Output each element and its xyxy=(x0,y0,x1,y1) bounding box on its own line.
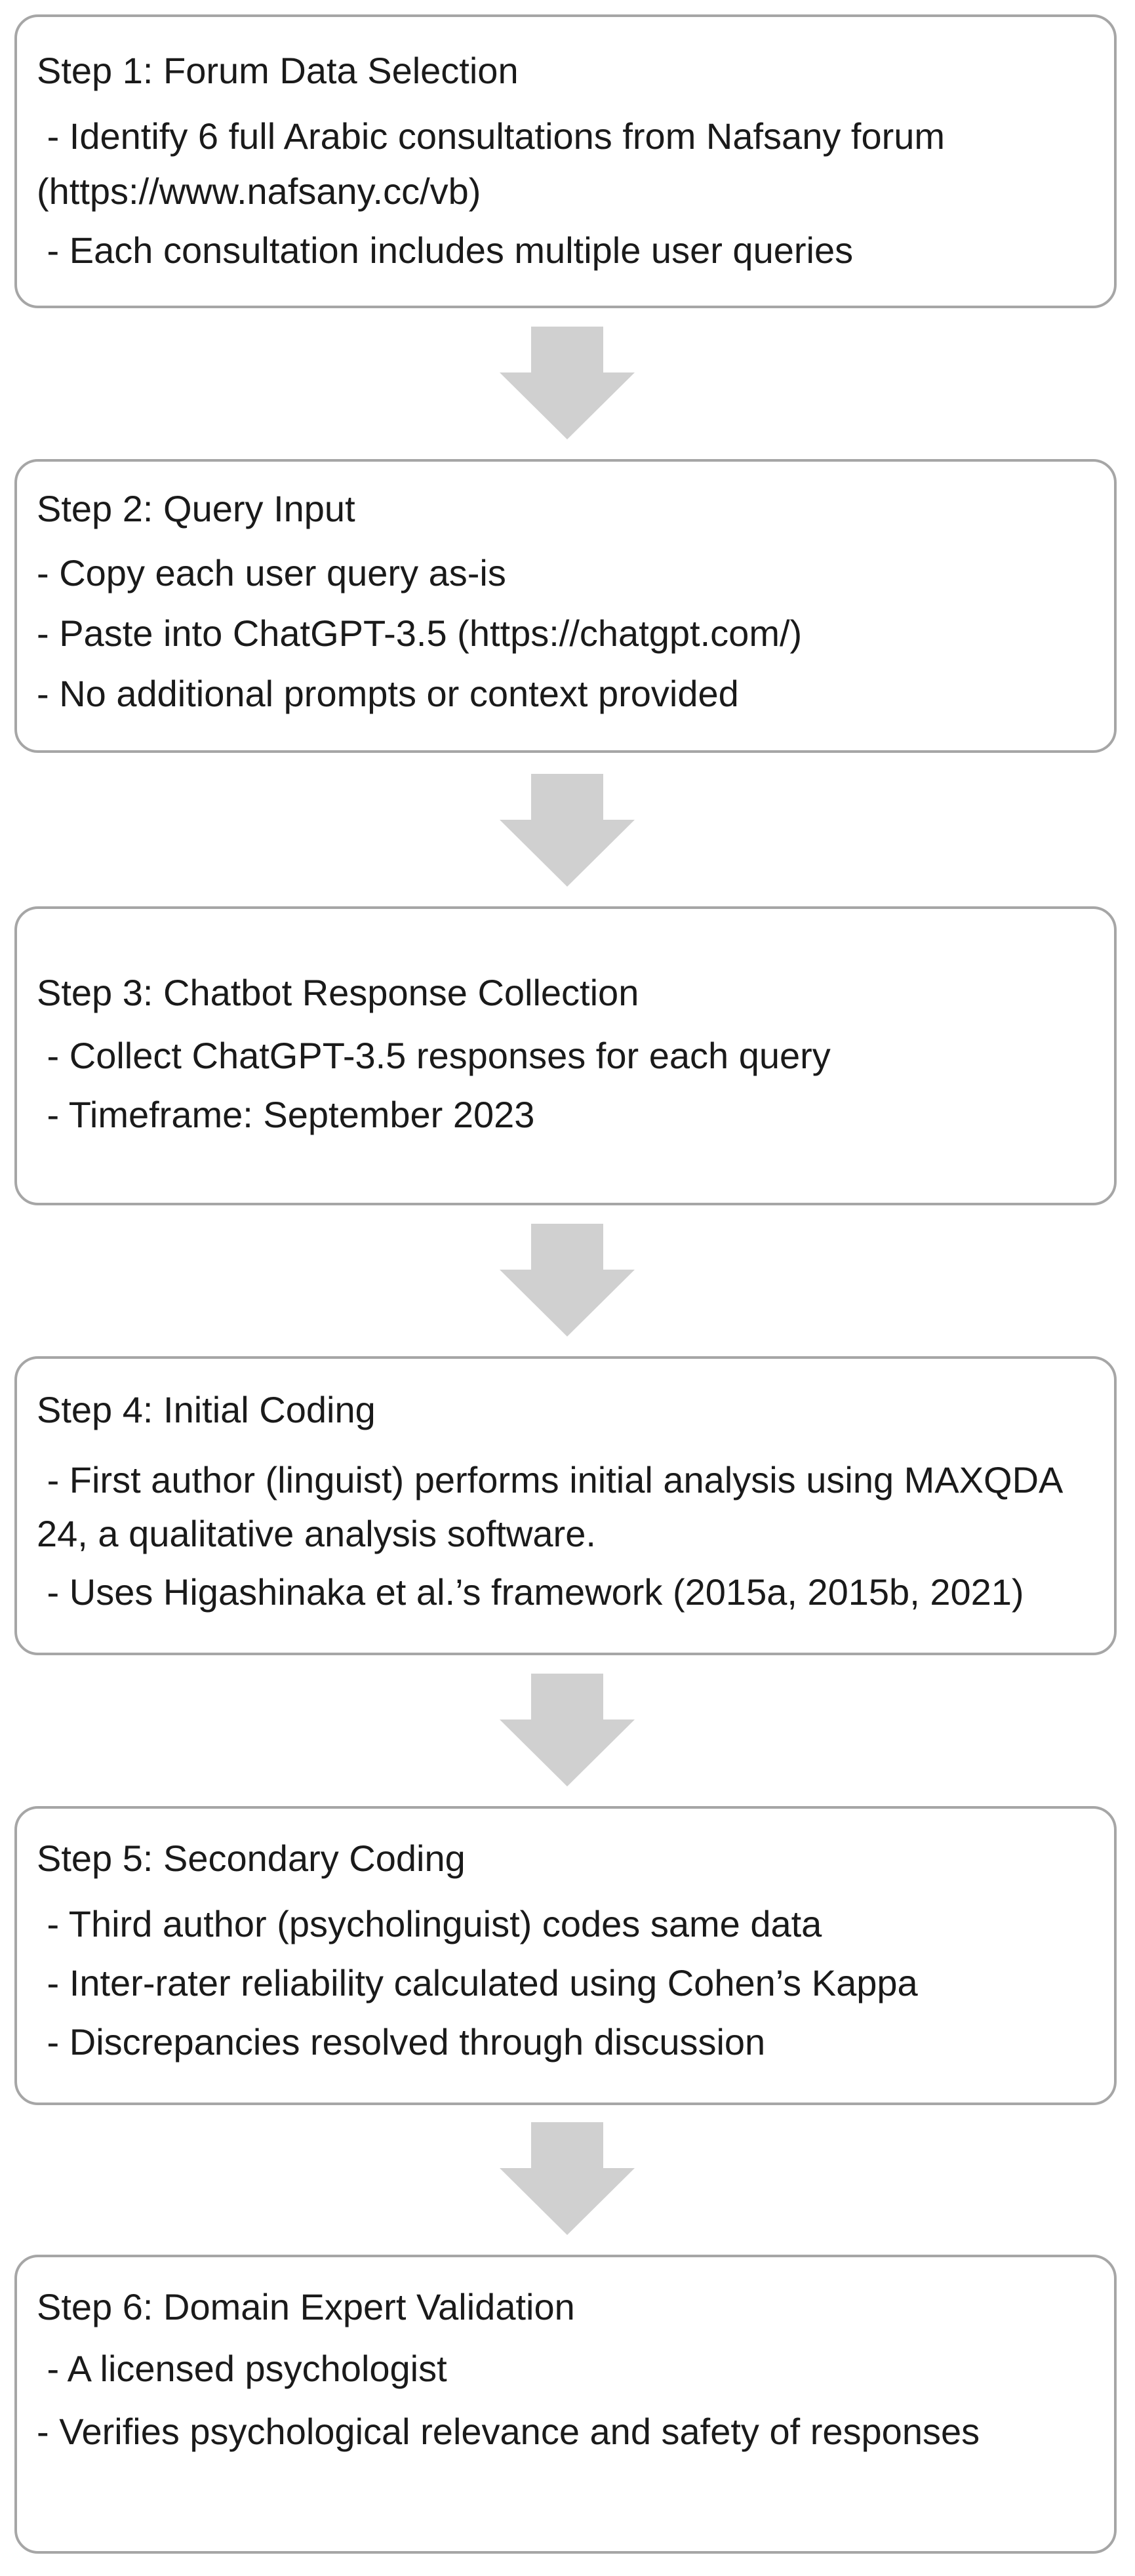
step-3-line-1: - Collect ChatGPT-3.5 responses for each… xyxy=(37,1035,831,1076)
step-1-line-2: - Each consultation includes multiple us… xyxy=(37,230,854,271)
step-2-line-2: - Paste into ChatGPT-3.5 (https://chatgp… xyxy=(37,613,803,654)
step-5-box: Step 5: Secondary Coding - Third author … xyxy=(14,1806,1117,2105)
down-arrow-1 xyxy=(500,327,635,439)
step-1-line-1: - Identify 6 full Arabic consultations f… xyxy=(37,115,955,212)
step-6-line-1: - A licensed psychologist xyxy=(37,2348,447,2389)
step-1-title: Step 1: Forum Data Selection xyxy=(37,50,519,91)
step-4-line-2: - Uses Higashinaka et al.’s framework (2… xyxy=(37,1571,1024,1613)
down-arrow-3 xyxy=(500,1224,635,1337)
step-6-line-2: - Verifies psychological relevance and s… xyxy=(37,2411,980,2452)
step-2-box: Step 2: Query Input - Copy each user que… xyxy=(14,459,1117,753)
down-arrow-2 xyxy=(500,774,635,887)
step-2-title: Step 2: Query Input xyxy=(37,488,355,529)
down-arrow-5 xyxy=(500,2122,635,2235)
step-5-line-3: - Discrepancies resolved through discuss… xyxy=(37,2021,766,2063)
step-5-line-2: - Inter-rater reliability calculated usi… xyxy=(37,1962,918,2003)
step-5-line-1: - Third author (psycholinguist) codes sa… xyxy=(37,1903,822,1944)
down-arrow-4 xyxy=(500,1674,635,1786)
step-6-box: Step 6: Domain Expert Validation - A lic… xyxy=(14,2255,1117,2554)
step-1-box: Step 1: Forum Data Selection - Identify … xyxy=(14,14,1117,308)
step-4-title: Step 4: Initial Coding xyxy=(37,1389,376,1430)
step-2-line-1: - Copy each user query as-is xyxy=(37,552,506,594)
step-3-line-2: - Timeframe: September 2023 xyxy=(37,1094,535,1135)
step-2-line-3: - No additional prompts or context provi… xyxy=(37,673,739,714)
step-6-title: Step 6: Domain Expert Validation xyxy=(37,2286,575,2327)
step-4-box: Step 4: Initial Coding - First author (l… xyxy=(14,1356,1117,1655)
step-4-line-1: - First author (linguist) performs initi… xyxy=(37,1459,1071,1554)
step-3-box: Step 3: Chatbot Response Collection - Co… xyxy=(14,906,1117,1205)
step-5-title: Step 5: Secondary Coding xyxy=(37,1838,466,1879)
step-3-title: Step 3: Chatbot Response Collection xyxy=(37,972,639,1013)
